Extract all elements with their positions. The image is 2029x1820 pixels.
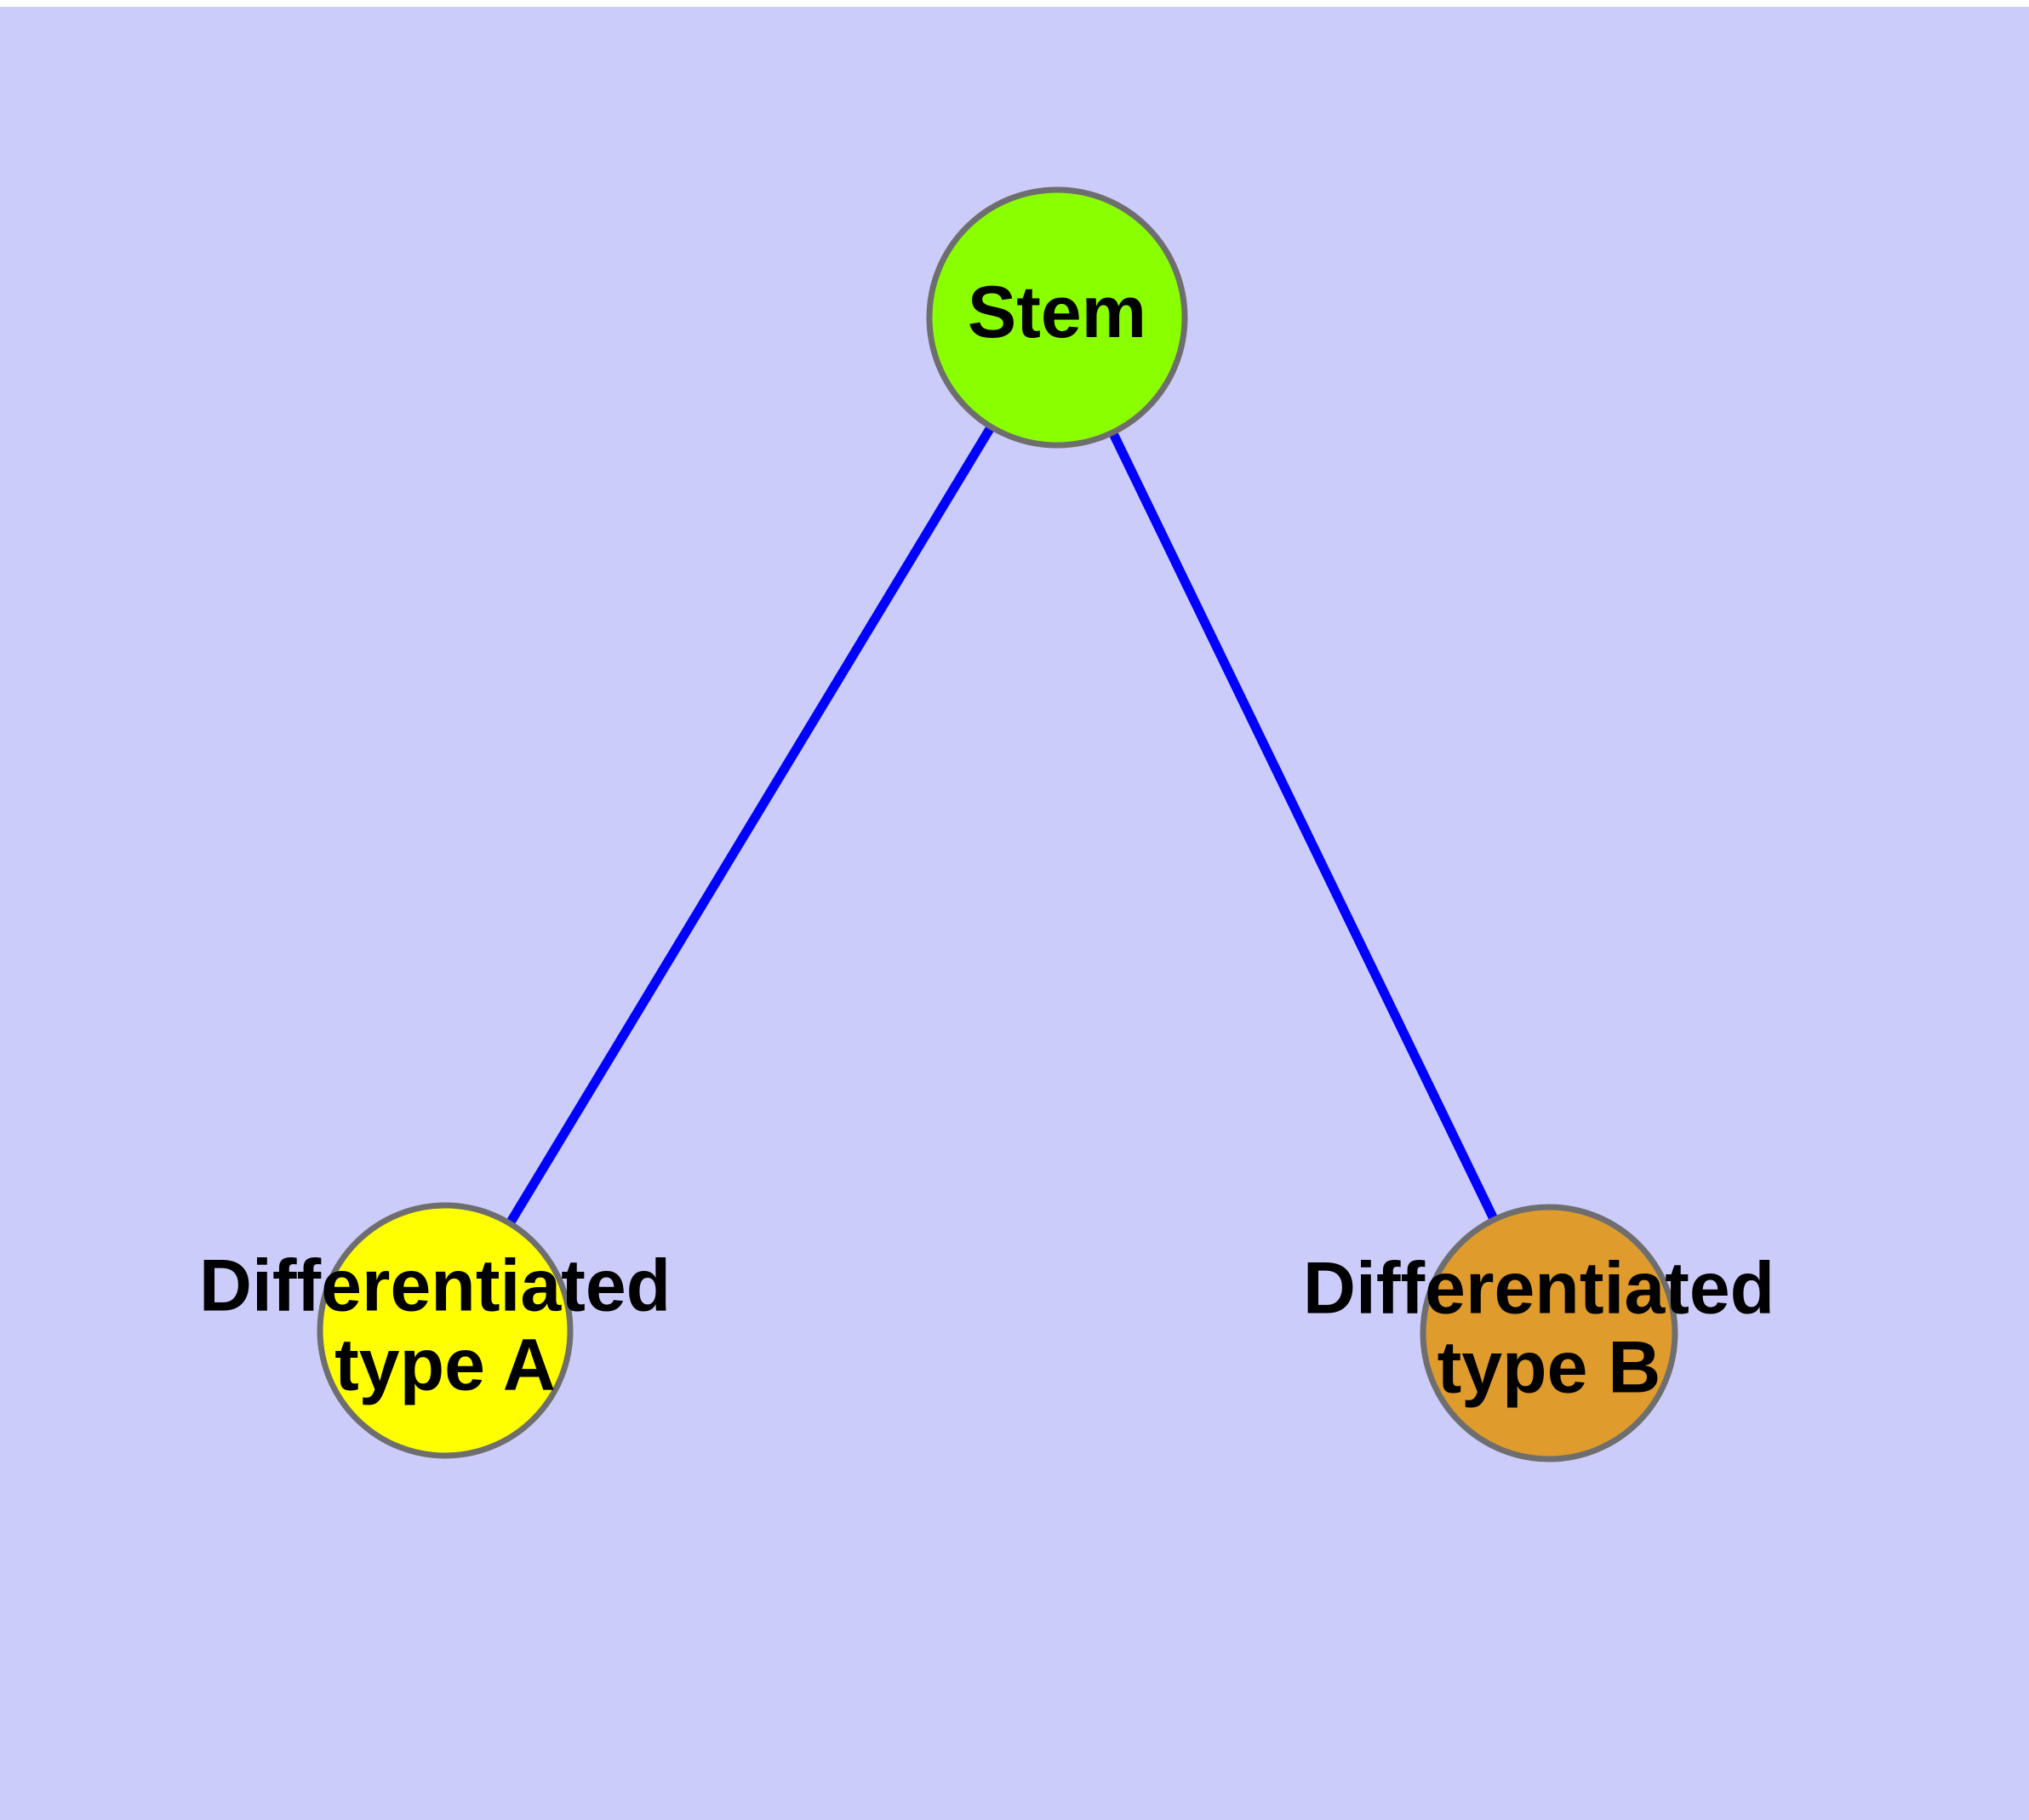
node-diff-a-label: Differentiated type A [199, 1245, 691, 1405]
node-layer: Stem Differentiated type A Differentiate… [199, 186, 1795, 1462]
canvas-top-strip [0, 0, 2029, 7]
node-diff-b-label-line-1: Differentiated [1303, 1247, 1775, 1329]
node-diff-b-label-line-2: type B [1437, 1326, 1661, 1408]
node-diff-a-label-line-1: Differentiated [199, 1245, 671, 1326]
node-diff-b-circle[interactable] [1420, 1204, 1678, 1462]
node-diff-b-label: Differentiated type B [1303, 1247, 1795, 1408]
node-diff-a[interactable]: Differentiated type A [199, 1202, 691, 1459]
node-diff-a-label-line-2: type A [334, 1324, 556, 1405]
node-diff-b[interactable]: Differentiated type B [1303, 1204, 1795, 1462]
node-diff-a-circle[interactable] [317, 1202, 574, 1459]
edge-stem-to-diff-a[interactable] [505, 422, 997, 1228]
node-stem-label-line-1: Stem [968, 272, 1146, 353]
node-stem-label: Stem [968, 272, 1146, 353]
node-stem-circle[interactable] [926, 186, 1188, 449]
edge-stem-to-diff-b[interactable] [1107, 428, 1500, 1224]
node-stem[interactable]: Stem [926, 186, 1188, 449]
edge-layer [505, 422, 1500, 1228]
